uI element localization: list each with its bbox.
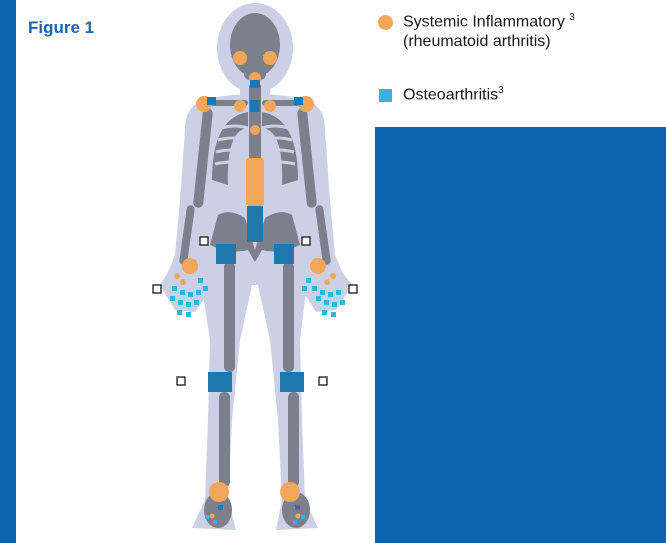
joint-ankle-left: [209, 482, 229, 502]
osteo-knee-left: [208, 372, 232, 392]
joint-jaw-right: [263, 51, 277, 65]
joint-ankle-right: [280, 482, 300, 502]
joint-clavicle-right: [264, 100, 276, 112]
marker-knee-right: [319, 377, 327, 385]
joint-jaw-left: [233, 51, 247, 65]
tibia-left: [219, 392, 230, 487]
osteo-shoulder-left: [207, 97, 216, 105]
marker-hip-right: [302, 237, 310, 245]
osteo-knee-right: [280, 372, 304, 392]
osteo-spine-upper: [250, 100, 260, 112]
marker-hip-left: [200, 237, 208, 245]
joint-wrist-right: [310, 258, 326, 274]
femur-left: [224, 262, 235, 372]
tibia-right: [288, 392, 299, 487]
joint-rib-1: [250, 125, 260, 135]
femur-right: [283, 262, 294, 372]
joint-clavicle-left: [234, 100, 246, 112]
marker-hand-left: [153, 285, 161, 293]
osteo-hip-left: [216, 244, 236, 264]
osteo-shoulder-right: [294, 97, 303, 105]
osteo-neck: [250, 80, 260, 88]
spine-inflamed: [246, 158, 264, 206]
osteo-hip-right: [274, 244, 294, 264]
finger-joints: [170, 278, 345, 524]
marker-hand-right: [349, 285, 357, 293]
marker-knee-left: [177, 377, 185, 385]
joint-wrist-left: [182, 258, 198, 274]
osteo-spine-lower: [247, 206, 263, 242]
